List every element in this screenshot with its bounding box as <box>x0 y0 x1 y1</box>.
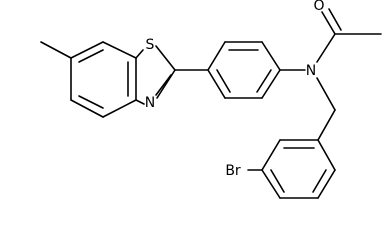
chemical-structure-diagram: S N N O Br <box>40 0 382 199</box>
oxygen-atom-label: O <box>313 0 324 14</box>
bromine-atom-label: Br <box>225 163 241 179</box>
bromobenzyl-group <box>247 77 336 199</box>
amide-nitrogen-atom-label: N <box>306 63 316 79</box>
benzothiazole-benzene-ring <box>40 41 137 118</box>
sulfur-atom-label: S <box>146 37 155 53</box>
acetamide-group <box>279 8 382 71</box>
thiazole-ring <box>135 45 176 105</box>
central-phenyl-ring <box>174 41 281 99</box>
thiazole-nitrogen-atom-label: N <box>145 95 155 111</box>
